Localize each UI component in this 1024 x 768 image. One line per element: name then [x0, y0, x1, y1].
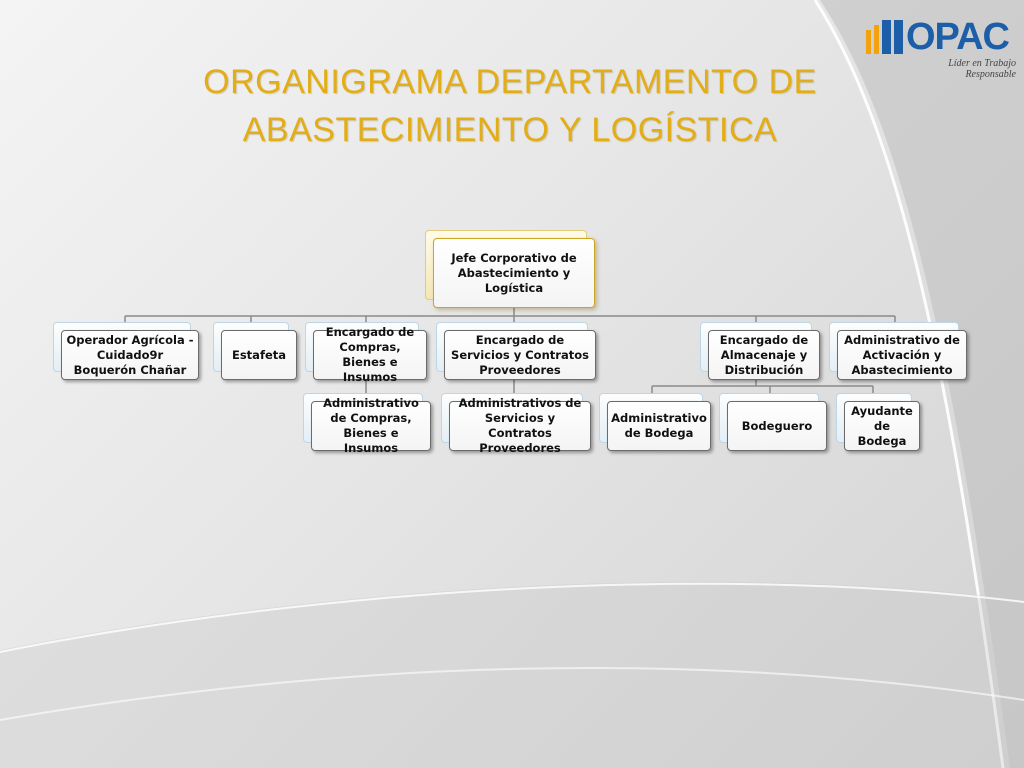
node-administrativos-servicios: Administrativos de Servicios y Contratos… [441, 393, 591, 455]
node-ayudante-bodega: Ayudante de Bodega [836, 393, 920, 451]
node-operador-agricola: Operador Agrícola - Cuidado9r Boquerón C… [53, 322, 199, 380]
node-encargado-compras-label: Encargado de Compras, Bienes e Insumos [313, 325, 427, 384]
page-title: ORGANIGRAMA DEPARTAMENTO DE ABASTECIMIEN… [110, 58, 910, 154]
node-encargado-servicios-label: Encargado de Servicios y Contratos Prove… [444, 330, 596, 380]
node-bodeguero: Bodeguero [719, 393, 827, 451]
node-ayudante-bodega-label: Ayudante de Bodega [844, 401, 920, 451]
node-operador-agricola-label: Operador Agrícola - Cuidado9r Boquerón C… [61, 330, 199, 380]
logo-bars-icon [866, 20, 903, 54]
node-estafeta-label: Estafeta [221, 330, 297, 380]
node-administrativo-activacion-label: Administrativo de Activación y Abastecim… [837, 330, 967, 380]
node-administrativo-bodega-label: Administrativo de Bodega [607, 401, 711, 451]
title-line-2: ABASTECIMIENTO Y LOGÍSTICA [242, 111, 778, 149]
node-encargado-almacenaje: Encargado de Almacenaje y Distribución [700, 322, 820, 380]
node-jefe-corporativo-label: Jefe Corporativo de Abastecimiento y Log… [433, 238, 595, 308]
title-line-1: ORGANIGRAMA DEPARTAMENTO DE [203, 63, 817, 101]
node-administrativo-compras: Administrativo de Compras, Bienes e Insu… [303, 393, 431, 455]
node-encargado-servicios: Encargado de Servicios y Contratos Prove… [436, 322, 596, 380]
node-estafeta: Estafeta [213, 322, 297, 380]
logo-brand: OPAC [906, 16, 1010, 58]
node-encargado-almacenaje-label: Encargado de Almacenaje y Distribución [708, 330, 820, 380]
node-administrativo-bodega: Administrativo de Bodega [599, 393, 711, 451]
opac-logo: OPAC Líder en Trabajo Responsable [862, 14, 1016, 80]
node-administrativo-activacion: Administrativo de Activación y Abastecim… [829, 322, 967, 380]
node-jefe-corporativo: Jefe Corporativo de Abastecimiento y Log… [425, 230, 595, 308]
logo-tagline: Líder en Trabajo Responsable [948, 58, 1016, 80]
node-bodeguero-label: Bodeguero [727, 401, 827, 451]
node-administrativo-compras-label: Administrativo de Compras, Bienes e Insu… [311, 396, 431, 455]
node-encargado-compras: Encargado de Compras, Bienes e Insumos [305, 322, 427, 384]
node-administrativos-servicios-label: Administrativos de Servicios y Contratos… [449, 396, 591, 455]
